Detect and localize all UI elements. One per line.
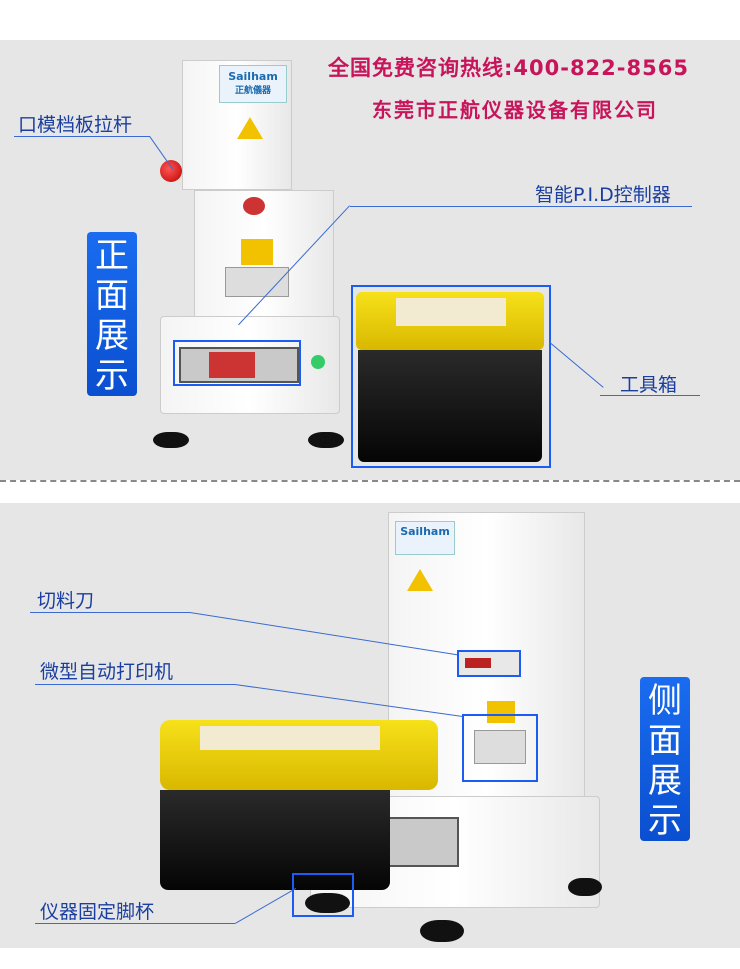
toolbox-lid <box>356 292 544 350</box>
warning-label <box>487 701 515 723</box>
leader-line <box>14 136 150 137</box>
toolbox-highlight <box>351 285 551 468</box>
logo: Sailham <box>395 521 455 555</box>
printer-highlight <box>462 714 538 782</box>
hotline-text: 全国免费咨询热线:400-822-8565 <box>328 56 689 80</box>
warning-label <box>241 239 273 265</box>
leader-line <box>30 612 190 613</box>
foot <box>308 432 344 448</box>
leader-line <box>35 684 235 685</box>
toolbox-latch <box>396 298 506 326</box>
warning-icon <box>237 117 263 139</box>
label-cutter: 切料刀 <box>37 590 95 612</box>
nozzle <box>243 197 265 215</box>
label-printer: 微型自动打印机 <box>40 661 174 683</box>
red-knob[interactable] <box>160 160 182 182</box>
foot <box>305 893 350 913</box>
display <box>209 352 255 378</box>
divider <box>0 480 740 482</box>
printer <box>225 267 289 297</box>
controller-highlight <box>173 340 301 386</box>
toolbox-body <box>358 350 542 462</box>
front-view-badge: 正面展示 <box>87 232 137 396</box>
toolbox-latch <box>200 726 380 750</box>
leader-line <box>600 395 700 396</box>
label-controller: 智能P.I.D控制器 <box>535 184 671 206</box>
leader-line <box>350 206 692 207</box>
leader-line <box>35 923 235 924</box>
warning-icon <box>407 569 433 591</box>
foot <box>568 878 602 896</box>
cutter-highlight <box>457 650 521 677</box>
machine-body <box>194 190 334 320</box>
toolbox-lid <box>160 720 438 790</box>
machine-base <box>160 316 340 414</box>
power-button[interactable] <box>311 355 325 369</box>
label-toolbox: 工具箱 <box>620 374 678 396</box>
cutter <box>465 658 491 668</box>
foot <box>420 920 464 942</box>
control-panel <box>179 347 299 383</box>
side-view-badge: 侧面展示 <box>640 677 690 841</box>
foot <box>153 432 189 448</box>
toolbox-body <box>160 790 390 890</box>
printer <box>474 730 526 764</box>
company-name: 东莞市正航仪器设备有限公司 <box>372 98 658 122</box>
machine-tower: Sailham <box>388 512 585 830</box>
foot-highlight <box>292 873 354 917</box>
label-foot: 仪器固定脚杯 <box>40 901 155 923</box>
label-knob: 口模档板拉杆 <box>18 114 133 136</box>
